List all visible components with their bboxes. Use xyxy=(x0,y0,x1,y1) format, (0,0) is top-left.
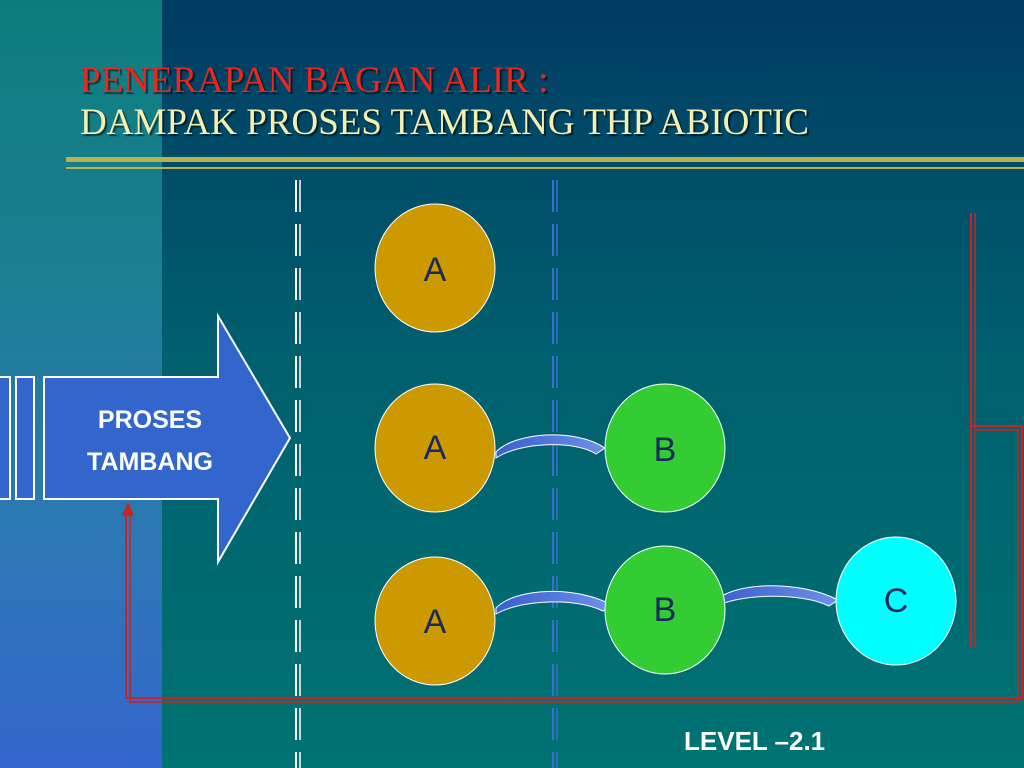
node-label: B xyxy=(654,431,677,469)
node-row3-b: B xyxy=(604,545,726,675)
process-arrow-tail-stripes xyxy=(0,376,35,500)
separator-right xyxy=(552,180,558,768)
node-label: C xyxy=(884,582,909,620)
process-arrow xyxy=(43,312,292,566)
page-title: PENERAPAN BAGAN ALIR : DAMPAK PROSES TAM… xyxy=(80,60,809,144)
node-row3-a: A xyxy=(374,556,496,686)
node-label: A xyxy=(424,251,447,289)
node-label: A xyxy=(424,603,447,641)
node-row2-b: B xyxy=(604,383,726,513)
title-line-2: DAMPAK PROSES TAMBANG THP ABIOTIC xyxy=(80,102,809,143)
title-line-1: PENERAPAN BAGAN ALIR : xyxy=(80,60,549,101)
node-row1-a: A xyxy=(374,203,496,333)
separator-left xyxy=(295,180,301,768)
feedback-arrowhead xyxy=(122,502,134,516)
process-label-line2: TAMBANG xyxy=(87,448,213,476)
feedback-loop-line xyxy=(125,213,1023,703)
title-divider-thick xyxy=(66,157,1024,162)
level-label: LEVEL –2.1 xyxy=(684,726,826,756)
title-divider-thin xyxy=(66,167,1024,169)
node-row3-c: C xyxy=(835,536,957,666)
node-label: B xyxy=(654,591,677,629)
node-label: A xyxy=(424,429,447,467)
node-row2-a: A xyxy=(374,383,496,513)
connector-arrow-row3-b-c xyxy=(716,585,839,607)
process-label-line1: PROSES xyxy=(98,406,202,434)
connector-arrow-row2-a-b xyxy=(495,434,606,459)
